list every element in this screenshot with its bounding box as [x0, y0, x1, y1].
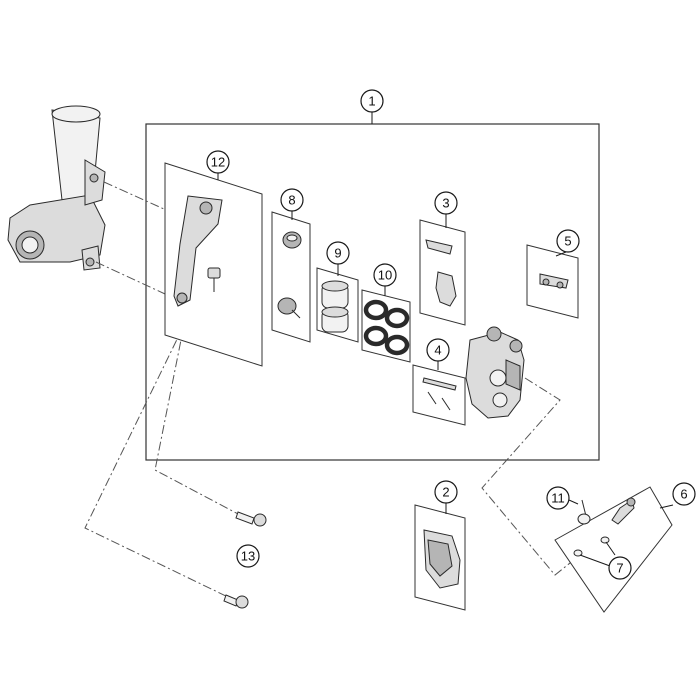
callout-13: 13: [236, 544, 260, 568]
panel-4-pins: [412, 364, 466, 426]
leader-5: [555, 251, 567, 257]
leader-7a: [579, 554, 611, 567]
svg-text:7: 7: [616, 561, 623, 576]
svg-text:10: 10: [378, 268, 392, 283]
dash-line-bleed: [481, 377, 581, 576]
dash-line-bolt-lower: [84, 324, 231, 599]
callout-12: 12: [206, 150, 230, 174]
callout-7: 7: [608, 556, 632, 580]
callout-1: 1: [360, 89, 384, 113]
svg-text:2: 2: [442, 485, 449, 500]
callout-3: 3: [434, 191, 458, 215]
callout-10: 10: [373, 263, 397, 287]
callout-4: 4: [426, 338, 450, 362]
fork-leg: [7, 105, 106, 271]
panel-2-brake-pads: [414, 504, 466, 611]
callout-11: 11: [546, 486, 570, 510]
panel-3-pad-spring: [419, 219, 466, 326]
svg-text:1: 1: [368, 94, 375, 109]
leader-11: [568, 499, 579, 505]
svg-text:6: 6: [680, 487, 687, 502]
svg-text:9: 9: [334, 246, 341, 261]
svg-text:5: 5: [564, 234, 571, 249]
leader-6: [659, 504, 674, 509]
panel-10-seals: [361, 289, 411, 363]
callout-5: 5: [556, 229, 580, 253]
panel-5-clip: [526, 244, 579, 319]
callout-9: 9: [326, 241, 350, 265]
callout-8: 8: [280, 188, 304, 212]
leader-7b: [605, 541, 616, 556]
callout-6: 6: [672, 482, 696, 506]
panel-6-bleed-kit: [554, 486, 673, 613]
bolt-upper: [235, 511, 267, 527]
svg-text:4: 4: [434, 343, 441, 358]
svg-text:11: 11: [551, 491, 565, 506]
svg-text:13: 13: [241, 549, 255, 564]
svg-text:12: 12: [211, 155, 225, 170]
panel-9-pistons: [316, 267, 359, 343]
dash-line-bolt-upper: [154, 324, 241, 516]
svg-text:8: 8: [288, 193, 295, 208]
panel-8-caps: [271, 211, 311, 343]
bolt-lower: [223, 594, 249, 609]
panel-12-bracket: [164, 162, 263, 367]
callout-2: 2: [434, 480, 458, 504]
svg-text:3: 3: [442, 196, 449, 211]
caliper-body: [465, 326, 525, 419]
dash-line-bracket-lower: [95, 261, 179, 301]
